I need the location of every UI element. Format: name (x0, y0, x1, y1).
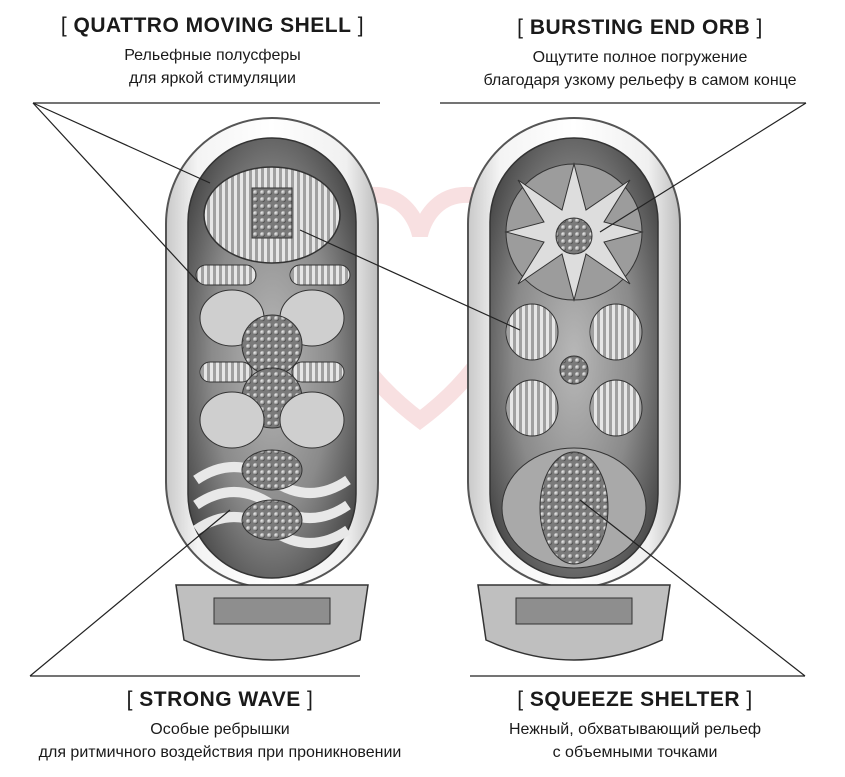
bursting-end-orb-label: [ BURSTING END ORB ] Ощутите полное погр… (440, 16, 840, 92)
quattro-moving-shell-label: [ QUATTRO MOVING SHELL ] Рельефные полус… (40, 14, 385, 90)
left-sleeve (165, 117, 379, 661)
label-description: Нежный, обхватывающий рельеф с объемными… (508, 721, 762, 761)
label-title: [ QUATTRO MOVING SHELL ] (60, 14, 365, 37)
label-title: [ BURSTING END ORB ] (517, 16, 763, 39)
squeeze-shelter-label: [ SQUEEZE SHELTER ] Нежный, обхватывающи… (470, 688, 800, 764)
callout-lines (29, 102, 807, 677)
label-title: [ STRONG WAVE ] (126, 688, 314, 711)
label-description: Рельефные полусферы для яркой стимуляции (124, 47, 301, 87)
label-description: Особые ребрышки для ритмичного воздейств… (38, 721, 402, 761)
label-description: Ощутите полное погружение благодаря узко… (483, 49, 797, 89)
right-sleeve (467, 117, 681, 661)
strong-wave-label: [ STRONG WAVE ] Особые ребрышки для ритм… (5, 688, 435, 764)
label-title: [ SQUEEZE SHELTER ] (517, 688, 753, 711)
